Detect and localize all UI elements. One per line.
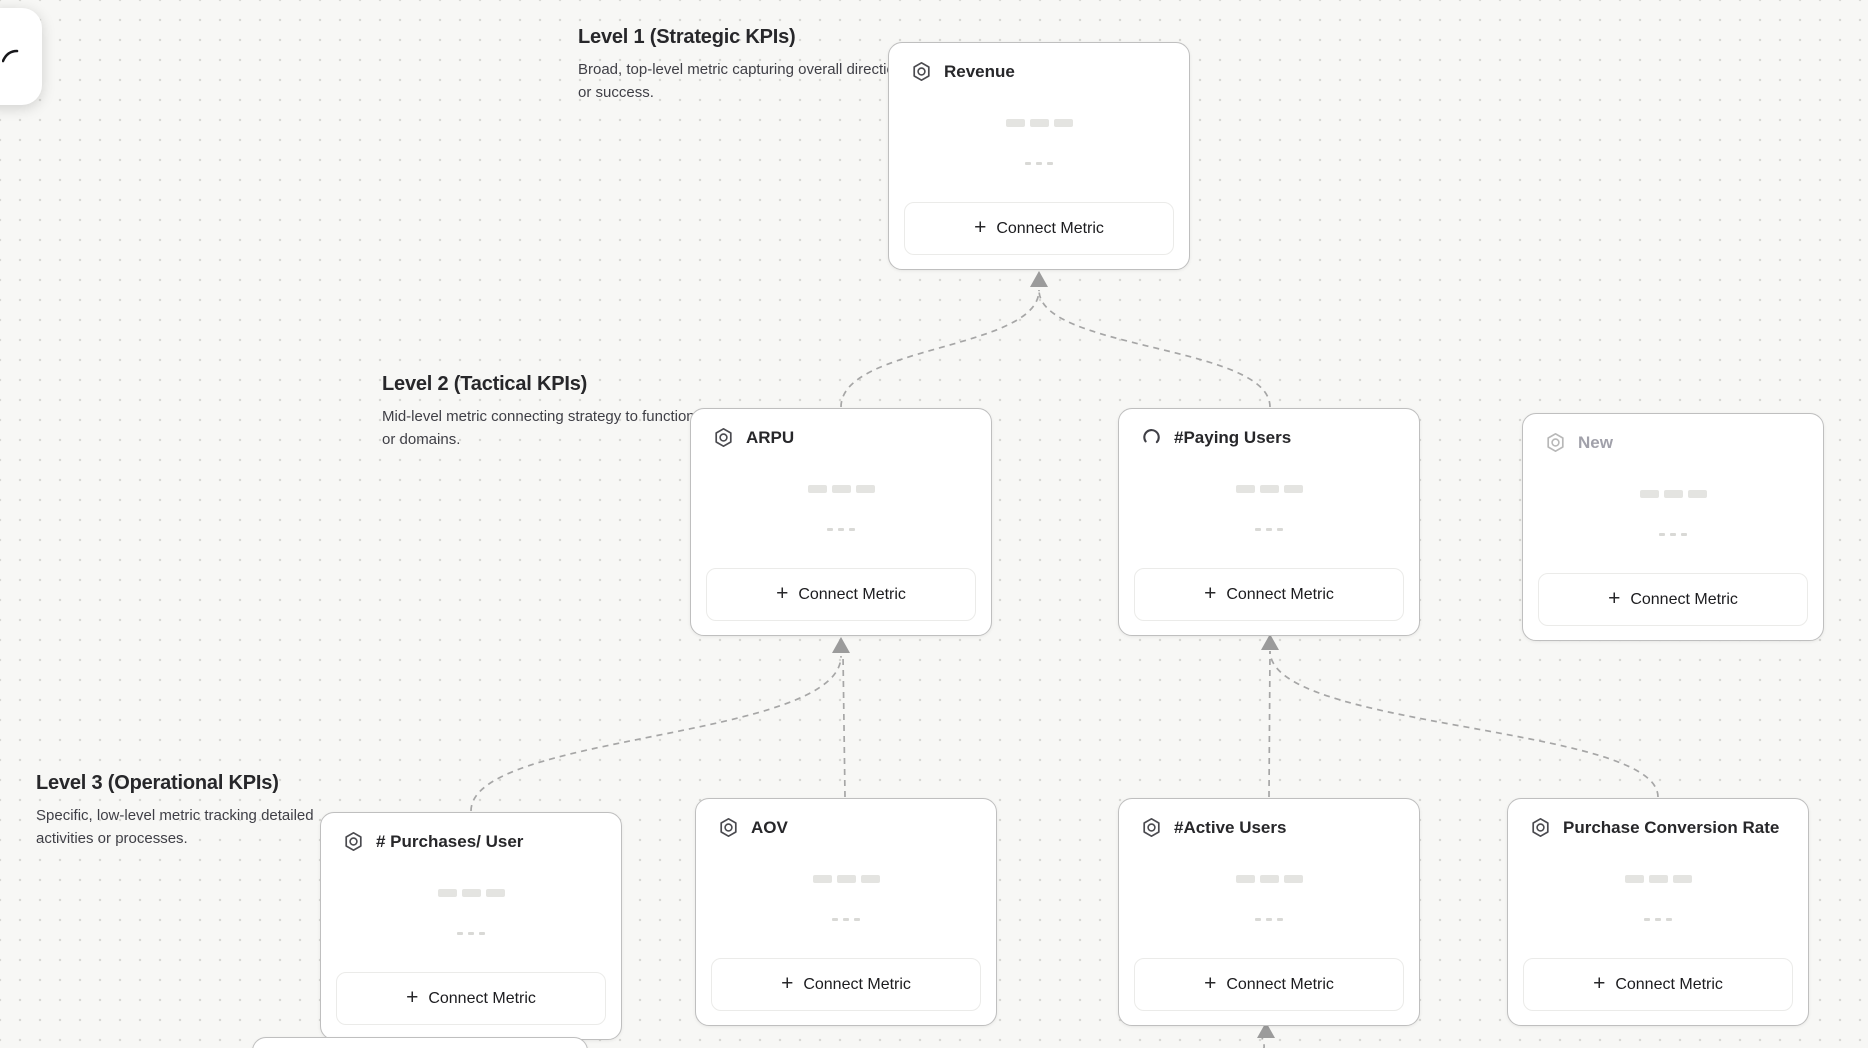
metric-skeleton-minis xyxy=(321,932,621,935)
connect-metric-button[interactable]: + Connect Metric xyxy=(904,202,1174,255)
metric-skeleton-bars xyxy=(696,875,996,883)
level-1-description: Broad, top-level metric capturing overal… xyxy=(578,61,904,101)
plus-icon: + xyxy=(776,582,789,605)
metric-card-purchases-user[interactable]: # Purchases/ User + Connect Metric xyxy=(320,812,622,1040)
metric-card-header: Purchase Conversion Rate xyxy=(1508,799,1808,838)
connect-metric-button[interactable]: + Connect Metric xyxy=(711,958,981,1011)
level-1-title: Level 1 (Strategic KPIs) xyxy=(578,26,796,48)
metric-hexagon-icon xyxy=(713,427,734,448)
metric-card-aov[interactable]: AOV + Connect Metric xyxy=(695,798,997,1026)
arrowhead-into-revenue xyxy=(1030,271,1048,287)
metric-skeleton-minis xyxy=(889,162,1189,165)
metric-skeleton-bars xyxy=(889,119,1189,127)
metric-card-header: ARPU xyxy=(691,409,991,448)
metric-card-title: AOV xyxy=(751,817,788,837)
metric-hexagon-icon xyxy=(1530,817,1551,838)
metric-skeleton-bars xyxy=(1119,875,1419,883)
connect-metric-label: Connect Metric xyxy=(1226,585,1334,603)
metric-skeleton-bars xyxy=(691,485,991,493)
metric-card-header: AOV xyxy=(696,799,996,838)
metric-card-active-users[interactable]: #Active Users + Connect Metric xyxy=(1118,798,1420,1026)
metric-card-paying-users[interactable]: #Paying Users + Connect Metric xyxy=(1118,408,1420,636)
metric-card-purchase-conversion-rate[interactable]: Purchase Conversion Rate + Connect Metri… xyxy=(1507,798,1809,1026)
metric-card-title: New xyxy=(1578,432,1613,452)
edge-payingusers-to-revenue xyxy=(1038,289,1271,408)
level-3-description: Specific, low-level metric tracking deta… xyxy=(36,807,314,847)
metric-card-arpu[interactable]: ARPU + Connect Metric xyxy=(690,408,992,636)
metric-hexagon-icon xyxy=(911,61,932,82)
metric-card-header: New xyxy=(1523,414,1823,453)
metric-card-title: Revenue xyxy=(944,61,1015,81)
level-1-label: Level 1 (Strategic KPIs) Broad, top-leve… xyxy=(578,26,938,104)
connect-metric-button[interactable]: + Connect Metric xyxy=(1134,568,1404,621)
level-2-title: Level 2 (Tactical KPIs) xyxy=(382,373,588,395)
connect-metric-button[interactable]: + Connect Metric xyxy=(1538,573,1808,626)
metric-hexagon-icon xyxy=(343,831,364,852)
metric-skeleton-minis xyxy=(1119,528,1419,531)
plus-icon: + xyxy=(1593,972,1606,995)
edge-activeusers-to-payingusers xyxy=(1268,650,1271,798)
metric-skeleton-minis xyxy=(1523,533,1823,536)
metric-card-header: Revenue xyxy=(889,43,1189,82)
canvas-tool-button[interactable] xyxy=(0,8,42,105)
level-3-label: Level 3 (Operational KPIs) Specific, low… xyxy=(36,772,396,850)
connect-metric-label: Connect Metric xyxy=(1226,975,1334,993)
level-2-label: Level 2 (Tactical KPIs) Mid-level metric… xyxy=(382,373,742,451)
metric-skeleton-minis xyxy=(1508,918,1808,921)
metric-skeleton-bars xyxy=(1508,875,1808,883)
metric-card-title: #Active Users xyxy=(1174,817,1287,837)
metric-hexagon-icon xyxy=(1545,432,1566,453)
metric-card-title: # Purchases/ User xyxy=(376,831,524,851)
metric-card-title: Purchase Conversion Rate xyxy=(1563,817,1780,837)
connect-metric-label: Connect Metric xyxy=(996,219,1104,237)
metric-skeleton-bars xyxy=(1119,485,1419,493)
metric-card-partial-offscreen[interactable] xyxy=(252,1037,588,1048)
metric-skeleton-minis xyxy=(691,528,991,531)
connect-metric-button[interactable]: + Connect Metric xyxy=(336,972,606,1025)
metric-skeleton-minis xyxy=(696,918,996,921)
metric-card-revenue[interactable]: Revenue + Connect Metric xyxy=(888,42,1190,270)
level-2-description: Mid-level metric connecting strategy to … xyxy=(382,408,703,448)
connect-metric-label: Connect Metric xyxy=(803,975,911,993)
metric-card-title: ARPU xyxy=(746,427,795,447)
metric-card-new[interactable]: New + Connect Metric xyxy=(1522,413,1824,641)
connect-metric-label: Connect Metric xyxy=(428,989,536,1007)
metric-card-header: # Purchases/ User xyxy=(321,813,621,852)
edge-purchases-to-arpu xyxy=(470,655,842,812)
metric-card-header: #Paying Users xyxy=(1119,409,1419,448)
metric-card-header: #Active Users xyxy=(1119,799,1419,838)
metric-card-title: #Paying Users xyxy=(1174,427,1292,447)
level-3-title: Level 3 (Operational KPIs) xyxy=(36,772,279,794)
connect-metric-label: Connect Metric xyxy=(1630,590,1738,608)
edge-arpu-to-revenue xyxy=(840,289,1040,408)
connect-metric-label: Connect Metric xyxy=(798,585,906,603)
metric-skeleton-bars xyxy=(321,889,621,897)
plus-icon: + xyxy=(1204,972,1217,995)
plus-icon: + xyxy=(781,972,794,995)
arrowhead-into-arpu xyxy=(832,637,850,653)
plus-icon: + xyxy=(1204,582,1217,605)
metric-skeleton-bars xyxy=(1523,490,1823,498)
arrowhead-into-payingusers xyxy=(1261,634,1279,650)
connect-metric-button[interactable]: + Connect Metric xyxy=(1523,958,1793,1011)
loading-spinner-icon xyxy=(1141,427,1162,448)
metric-hexagon-icon xyxy=(718,817,739,838)
plus-icon: + xyxy=(406,986,419,1009)
metric-skeleton-minis xyxy=(1119,918,1419,921)
plus-icon: + xyxy=(1608,587,1621,610)
connect-metric-label: Connect Metric xyxy=(1615,975,1723,993)
edge-pcr-to-payingusers xyxy=(1269,650,1659,798)
edge-offscreen-to-activeusers xyxy=(1261,1034,1265,1048)
plus-icon: + xyxy=(974,216,987,239)
connect-metric-button[interactable]: + Connect Metric xyxy=(706,568,976,621)
metric-hexagon-icon xyxy=(1141,817,1162,838)
connect-metric-button[interactable]: + Connect Metric xyxy=(1134,958,1404,1011)
edge-aov-to-arpu xyxy=(842,653,846,798)
